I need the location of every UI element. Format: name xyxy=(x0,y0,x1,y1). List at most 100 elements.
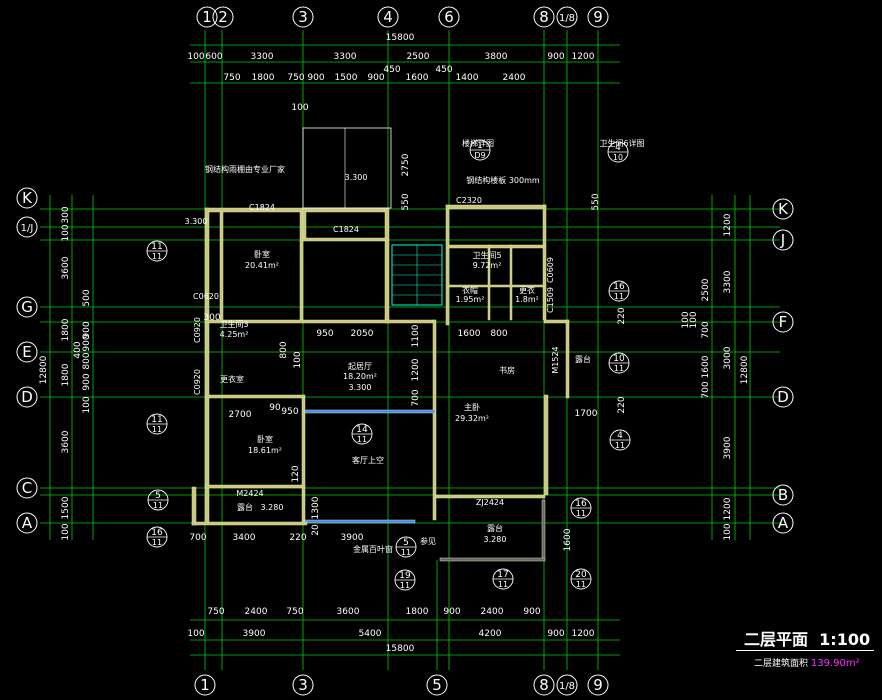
callout-number: 4 xyxy=(617,431,623,441)
axis-left-G: G xyxy=(21,298,33,316)
dim: 1200 xyxy=(723,213,733,236)
dim: 800 xyxy=(279,341,289,358)
elevation: 3.300 xyxy=(349,383,372,392)
dims-right: 1200 3300 3000 3900 1200 100 2500 700 16… xyxy=(689,213,733,540)
axis-top-9: 9 xyxy=(593,8,603,26)
dim: 2400 xyxy=(245,607,268,617)
dim: 2050 xyxy=(351,329,374,339)
axis-top-1-8: 1/8 xyxy=(559,13,575,24)
dim: 2400 xyxy=(481,607,504,617)
dim: 1600 xyxy=(406,73,429,83)
axis-right-B: B xyxy=(778,486,788,504)
window-tag: C0609 xyxy=(546,257,555,283)
dims-bottom-row1: 100 3900 5400 4200 900 1200 xyxy=(187,629,594,639)
callout-sheet: 11 xyxy=(152,252,162,261)
dim: 120 xyxy=(291,465,301,482)
room-name: 露台 xyxy=(575,354,591,364)
callout-sheet: 11 xyxy=(152,538,162,547)
dim: 100 xyxy=(291,103,308,113)
room-labels: 卧室 20.41m² 卫生间3 4.25m² 更衣室 卧室 18.61m² 起居… xyxy=(219,249,591,544)
window-tag: C0920 xyxy=(193,317,202,343)
axis-right-K: K xyxy=(778,200,789,218)
dim: 750 xyxy=(223,73,240,83)
callout-bubble: 511 xyxy=(147,489,169,511)
dim: 550 xyxy=(591,193,601,210)
callout-bubble: 411 xyxy=(609,429,631,451)
dimension-totals: 15800 15800 12800 12800 xyxy=(39,33,750,654)
dim: 700 xyxy=(411,389,421,406)
dim: 900 xyxy=(547,52,564,62)
dim: 220 xyxy=(617,396,627,413)
axis-bottom-3: 3 xyxy=(298,676,308,694)
dims-top-row2: 750 1800 750 900 1500 900 1600 1400 2400… xyxy=(223,65,525,113)
callout-sheet: 11 xyxy=(357,435,367,444)
dim: 900 xyxy=(82,373,92,390)
note: 金属百叶窗 xyxy=(353,544,393,554)
dim: 220 xyxy=(289,533,306,543)
axis-right-F: F xyxy=(779,313,788,331)
dim: 100 xyxy=(82,396,92,413)
dim: 450 xyxy=(435,65,452,75)
axis-bubbles-top: 1 2 3 4 6 8 1/8 9 xyxy=(196,6,609,28)
axis-bottom-5: 5 xyxy=(432,676,442,694)
dim: 2500 xyxy=(701,278,711,301)
drawing-title-text: 二层平面 xyxy=(744,630,809,649)
callout-number: 17 xyxy=(497,570,508,580)
elevations: 3.300 3.300 3.300 xyxy=(185,173,372,392)
dim: 1100 xyxy=(411,324,421,347)
callout-sheet: 11 xyxy=(614,292,624,301)
room-name: 书房 xyxy=(499,365,515,375)
callout-sheet: 11 xyxy=(576,580,586,589)
callout-sheet: 11 xyxy=(576,509,586,518)
dim: 3300 xyxy=(334,52,357,62)
axis-left-A: A xyxy=(22,514,33,532)
dim: 3900 xyxy=(723,436,733,459)
walls xyxy=(191,204,570,562)
dim: 1500 xyxy=(61,496,71,519)
window-tag: M2424 xyxy=(236,489,263,498)
dim: 550 xyxy=(401,193,411,210)
note: 钢结构雨棚由专业厂家 xyxy=(205,164,285,174)
dim: 900 xyxy=(523,607,540,617)
dim: 3300 xyxy=(723,270,733,293)
dim-right-total: 12800 xyxy=(740,355,750,384)
dim: 1200 xyxy=(723,497,733,520)
room-area: 9.72m² xyxy=(473,261,502,270)
callout-number: 5 xyxy=(155,491,161,501)
dim-bottom-total: 15800 xyxy=(386,644,415,654)
callout-number: 11 xyxy=(151,242,162,252)
dim-top-total: 15800 xyxy=(386,33,415,43)
dim: 1600 xyxy=(701,355,711,378)
dims-bottom-row2: 750 2400 750 3600 1800 900 2400 900 xyxy=(207,607,540,617)
note: 楼梯详图 xyxy=(462,138,494,148)
dim: 950 xyxy=(281,407,298,417)
dim: 3900 xyxy=(243,629,266,639)
window-tag: ZJ2424 xyxy=(476,498,504,507)
room-area: 18.20m² xyxy=(343,372,377,381)
dim: 100 xyxy=(187,629,204,639)
callout-sheet: 11 xyxy=(152,425,162,434)
dim: 100 xyxy=(61,523,71,540)
callout-sheet: 10 xyxy=(613,153,623,162)
dim: 3300 xyxy=(251,52,274,62)
dims-top-row1: 100 600 3300 3300 2500 3800 900 1200 xyxy=(187,52,594,62)
callout-sheet: D9 xyxy=(474,151,485,160)
axis-left-K: K xyxy=(22,189,33,207)
dim: 1700 xyxy=(575,409,598,419)
axis-bottom-8: 8 xyxy=(539,676,549,694)
dim-left-total: 12800 xyxy=(39,355,49,384)
dim: 1600 xyxy=(458,329,481,339)
room-area: 3.280 xyxy=(261,503,284,512)
dim: 1800 xyxy=(61,363,71,386)
dim: 2750 xyxy=(401,153,411,176)
axis-bottom-9: 9 xyxy=(593,676,603,694)
dim: 3800 xyxy=(485,52,508,62)
callout-number: 20 xyxy=(575,570,587,580)
